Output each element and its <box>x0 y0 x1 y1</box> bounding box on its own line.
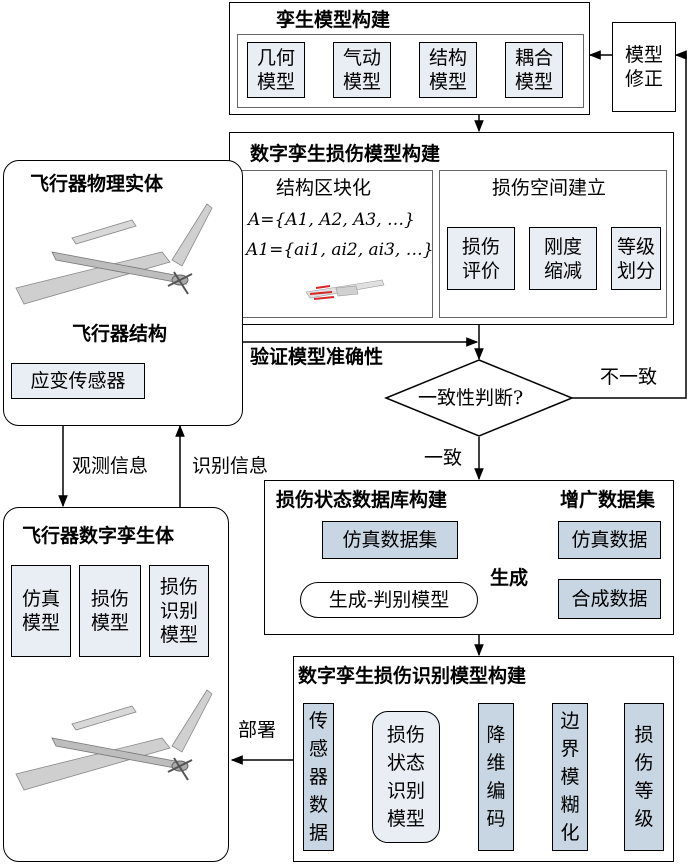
stiffness-reduction-label: 刚度 缩减 <box>543 235 582 282</box>
aero-model-node: 气动 模型 <box>333 42 391 98</box>
damage-model-label: 损伤 模型 <box>90 588 129 634</box>
augmented-dataset-title: 增广数据集 <box>560 489 656 511</box>
stiffness-reduction-node: 刚度 缩减 <box>529 227 597 290</box>
synth-data-node: 合成数据 <box>558 579 661 619</box>
physical-entity-title: 飞行器物理实体 <box>30 173 164 195</box>
damage-model-title: 数字孪生损伤模型构建 <box>250 143 441 165</box>
dim-reduction-label: 降维编码 <box>486 724 506 830</box>
damage-eval-label: 损伤 评价 <box>461 235 500 282</box>
identify-model-node: 损伤 识别 模型 <box>149 565 209 657</box>
geometry-model-label: 几何 模型 <box>256 47 295 93</box>
synth-data-label: 合成数据 <box>571 588 648 610</box>
damage-grade-node: 损伤等级 <box>624 703 664 851</box>
formula-subblocks: A1={ai1, ai2, ai3, …} <box>246 240 434 260</box>
database-title: 损伤状态数据库构建 <box>276 489 448 511</box>
dim-reduction-node: 降维编码 <box>478 703 514 851</box>
decision-label: 一致性判断? <box>418 387 524 409</box>
grade-division-label: 等级 划分 <box>616 235 655 282</box>
aircraft-image-bottom <box>15 689 213 791</box>
zoning-title: 结构区块化 <box>276 177 372 199</box>
grade-division-node: 等级 划分 <box>611 227 661 290</box>
coupling-model-label: 耦合 模型 <box>514 47 553 93</box>
sim-dataset-node: 仿真数据集 <box>322 521 458 559</box>
boundary-fuzzy-label: 边界模糊化 <box>560 710 580 844</box>
gan-model-node: 生成-判别模型 <box>300 582 478 618</box>
generate-label: 生成 <box>490 567 529 589</box>
aircraft-image-top <box>15 203 213 305</box>
sim-model-node: 仿真 模型 <box>11 565 71 657</box>
decision-diamond <box>384 359 574 437</box>
sim-data-label: 仿真数据 <box>571 529 648 551</box>
structure-model-node: 结构 模型 <box>419 42 477 98</box>
identify-label: 识别信息 <box>192 455 269 477</box>
observe-label: 观测信息 <box>72 455 149 477</box>
wing-block-thumbnail <box>305 279 385 300</box>
sensor-data-label: 传感器数据 <box>309 710 329 844</box>
coupling-model-node: 耦合 模型 <box>505 42 563 98</box>
boundary-fuzzy-node: 边界模糊化 <box>552 703 588 851</box>
digital-twin-title: 飞行器数字孪生体 <box>22 525 175 547</box>
model-correction-node: 模型 修正 <box>612 22 676 112</box>
identify-model-label: 损伤 识别 模型 <box>159 576 198 646</box>
arrow-inconsistent-to-correction <box>572 50 687 399</box>
strain-sensor-label: 应变传感器 <box>30 370 126 392</box>
damage-grade-label: 损伤等级 <box>634 724 654 830</box>
strain-sensor-node: 应变传感器 <box>11 363 145 399</box>
sim-data-node: 仿真数据 <box>558 521 661 559</box>
damage-eval-node: 损伤 评价 <box>447 227 515 290</box>
consistent-label: 一致 <box>424 447 463 469</box>
damage-space-title: 损伤空间建立 <box>492 177 607 199</box>
geometry-model-node: 几何 模型 <box>247 42 305 98</box>
identification-title: 数字孪生损伤识别模型构建 <box>298 665 527 687</box>
structure-model-label: 结构 模型 <box>428 47 467 93</box>
state-identify-model-node: 损伤状态识别模型 <box>372 711 440 843</box>
sim-model-label: 仿真 模型 <box>21 588 60 634</box>
inconsistent-label: 不一致 <box>600 366 658 388</box>
gan-model-label: 生成-判别模型 <box>328 589 450 611</box>
sensor-data-node: 传感器数据 <box>303 703 334 851</box>
deploy-label: 部署 <box>238 719 277 741</box>
damage-model-node: 损伤 模型 <box>79 565 141 657</box>
twin-model-title: 孪生模型构建 <box>276 9 391 31</box>
sim-dataset-label: 仿真数据集 <box>342 529 438 551</box>
state-identify-model-label: 损伤状态识别模型 <box>387 724 426 830</box>
aero-model-label: 气动 模型 <box>342 47 381 93</box>
model-correction-label: 模型 修正 <box>624 44 663 90</box>
verify-label: 验证模型准确性 <box>250 346 384 368</box>
aircraft-structure-label: 飞行器结构 <box>72 323 168 345</box>
digital-twin-section <box>3 507 229 862</box>
formula-partition: A={A1, A2, A3, …} <box>248 210 415 230</box>
